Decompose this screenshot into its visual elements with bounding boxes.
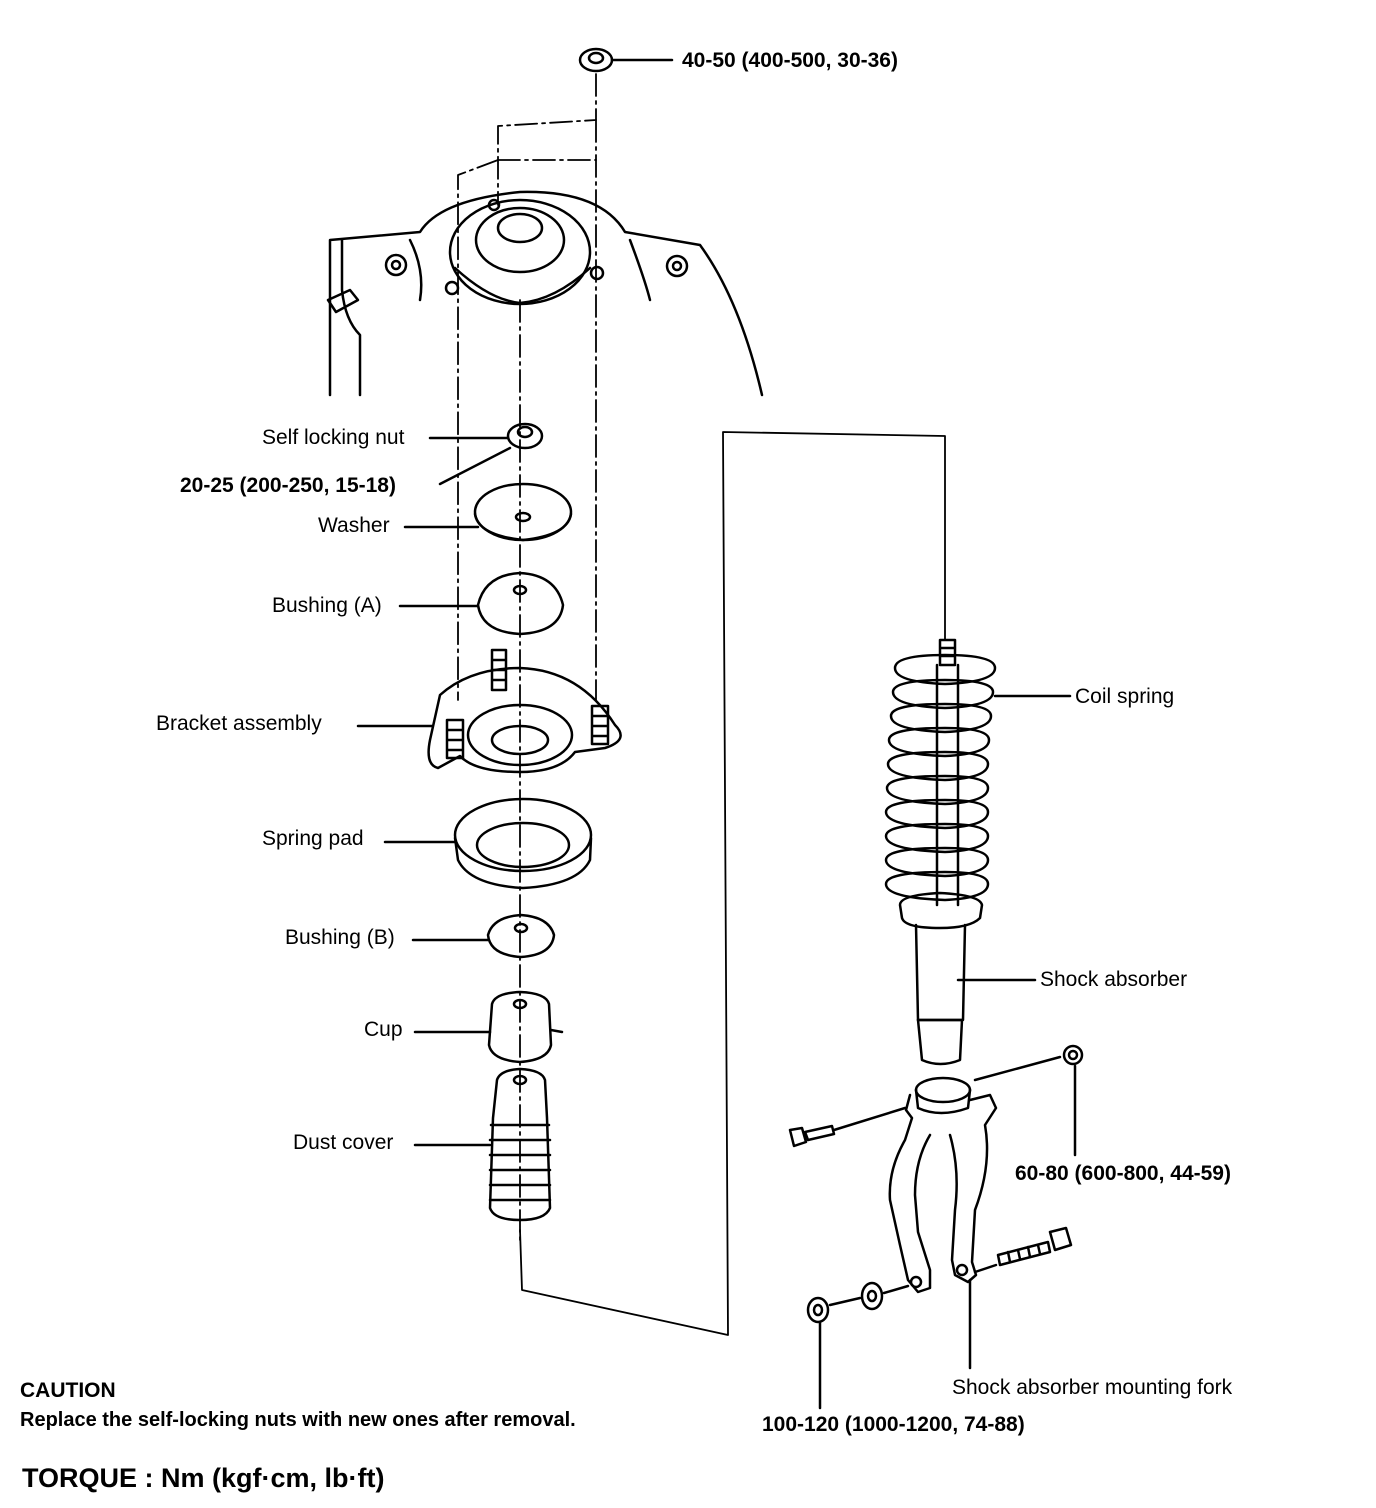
caution-text: Replace the self-locking nuts with new o… xyxy=(20,1409,576,1431)
top-nut xyxy=(578,47,674,73)
coil-spring-shock xyxy=(884,638,1072,1066)
washer-label: Washer xyxy=(318,514,390,537)
fork-bolts xyxy=(788,1044,1084,1410)
bracket-assembly xyxy=(356,648,622,774)
shock-absorber-label: Shock absorber xyxy=(1040,968,1188,991)
fork-bolt-torque-label: 60-80 (600-800, 44-59) xyxy=(1015,1162,1231,1185)
top-nut-torque-label: 40-50 (400-500, 30-36) xyxy=(682,49,898,72)
caution-title: CAUTION xyxy=(20,1379,116,1402)
washer xyxy=(403,482,573,542)
coil-spring-label: Coil spring xyxy=(1075,685,1175,708)
self-locking-nut xyxy=(428,422,544,486)
strut-tower-body xyxy=(326,190,764,397)
bushing-a-label: Bushing (A) xyxy=(272,594,382,617)
torque-units-legend: TORQUE : Nm (kgf·cm, lb·ft) xyxy=(22,1463,385,1493)
bushing-b xyxy=(411,913,556,959)
connector-lines xyxy=(519,431,946,1336)
bushing-a xyxy=(398,571,565,636)
cup-label: Cup xyxy=(364,1018,403,1041)
self-locking-nut-label: Self locking nut xyxy=(262,426,405,449)
spring-pad xyxy=(383,797,593,890)
lower-nut-torque-label: 100-120 (1000-1200, 74-88) xyxy=(762,1413,1025,1436)
mounting-fork xyxy=(888,1076,998,1370)
dust-cover xyxy=(413,1067,552,1222)
mounting-fork-label: Shock absorber mounting fork xyxy=(952,1376,1233,1399)
nut-torque-label: 20-25 (200-250, 15-18) xyxy=(180,474,396,497)
bushing-b-label: Bushing (B) xyxy=(285,926,395,949)
cup xyxy=(413,990,564,1064)
spring-pad-label: Spring pad xyxy=(262,827,364,850)
bracket-assembly-label: Bracket assembly xyxy=(156,712,322,735)
dust-cover-label: Dust cover xyxy=(293,1131,394,1154)
